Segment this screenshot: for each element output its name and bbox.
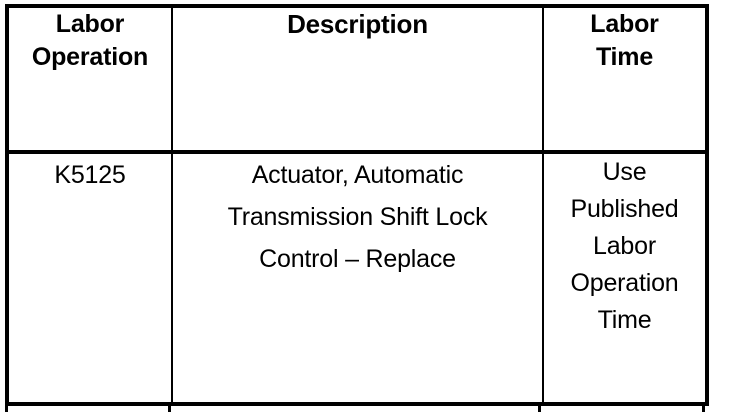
next-row-border-left xyxy=(5,404,8,412)
table-header-row: Labor Operation Description Labor Time xyxy=(5,4,709,154)
cell-labor-time: Use Published Labor Operation Time xyxy=(542,151,709,406)
labor-time-line-5: Time xyxy=(597,306,652,334)
labor-operation-code: K5125 xyxy=(54,161,126,189)
column-header-labor-time-line-1: Labor xyxy=(590,10,659,38)
description-line-2: Transmission Shift Lock xyxy=(227,203,488,231)
cell-labor-operation: K5125 xyxy=(5,151,173,406)
column-header-labor-time: Labor Time xyxy=(542,4,709,154)
next-row-divider-one xyxy=(168,404,171,412)
cell-description: Actuator, Automatic Transmission Shift L… xyxy=(171,151,544,406)
column-header-labor-operation-line-2: Operation xyxy=(31,43,149,71)
column-header-description: Description xyxy=(171,4,544,154)
next-row-partial xyxy=(5,404,705,412)
labor-time-line-1: Use xyxy=(602,158,647,186)
labor-time-line-3: Labor xyxy=(593,232,656,260)
labor-time-line-2: Published xyxy=(570,195,679,223)
table-row: K5125 Actuator, Automatic Transmission S… xyxy=(5,151,709,406)
column-header-description-line-1: Description xyxy=(287,9,428,39)
labor-time-line-4: Operation xyxy=(570,269,679,297)
next-row-border-right xyxy=(702,404,705,412)
labor-operation-table: Labor Operation Description Labor Time K… xyxy=(5,4,709,406)
column-header-labor-time-line-2: Time xyxy=(595,43,654,71)
description-line-1: Actuator, Automatic xyxy=(251,161,464,189)
description-line-3: Control – Replace xyxy=(259,245,456,273)
column-header-labor-operation: Labor Operation xyxy=(5,4,173,154)
column-header-labor-operation-line-1: Labor xyxy=(55,10,125,38)
next-row-divider-two xyxy=(538,404,541,412)
